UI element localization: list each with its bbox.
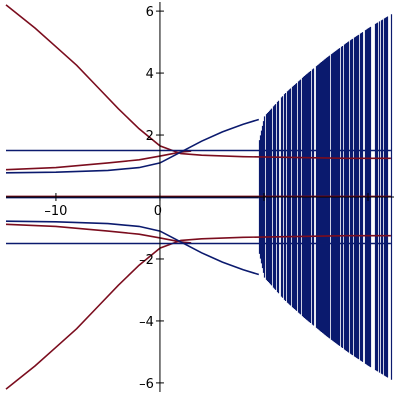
y-tick-label: –4 (139, 315, 154, 330)
y-tick-label: 6 (146, 5, 154, 20)
series-line-1 (5, 234, 391, 390)
y-tick-label: –6 (139, 377, 154, 392)
series-curves (5, 4, 391, 390)
y-tick-label: 4 (146, 67, 154, 82)
y-tick-label: 2 (146, 129, 154, 144)
x-tick-label: –10 (44, 204, 67, 219)
x-tick-label: 0 (154, 204, 162, 219)
series-line-0 (5, 4, 391, 160)
tick-labels: –10 0 –6 –4 –2 2 4 6 (44, 5, 162, 392)
y-tick-label: –2 (139, 253, 154, 268)
series-line-8 (5, 220, 260, 276)
series-line-7 (5, 118, 260, 174)
tick-marks (55, 10, 369, 384)
